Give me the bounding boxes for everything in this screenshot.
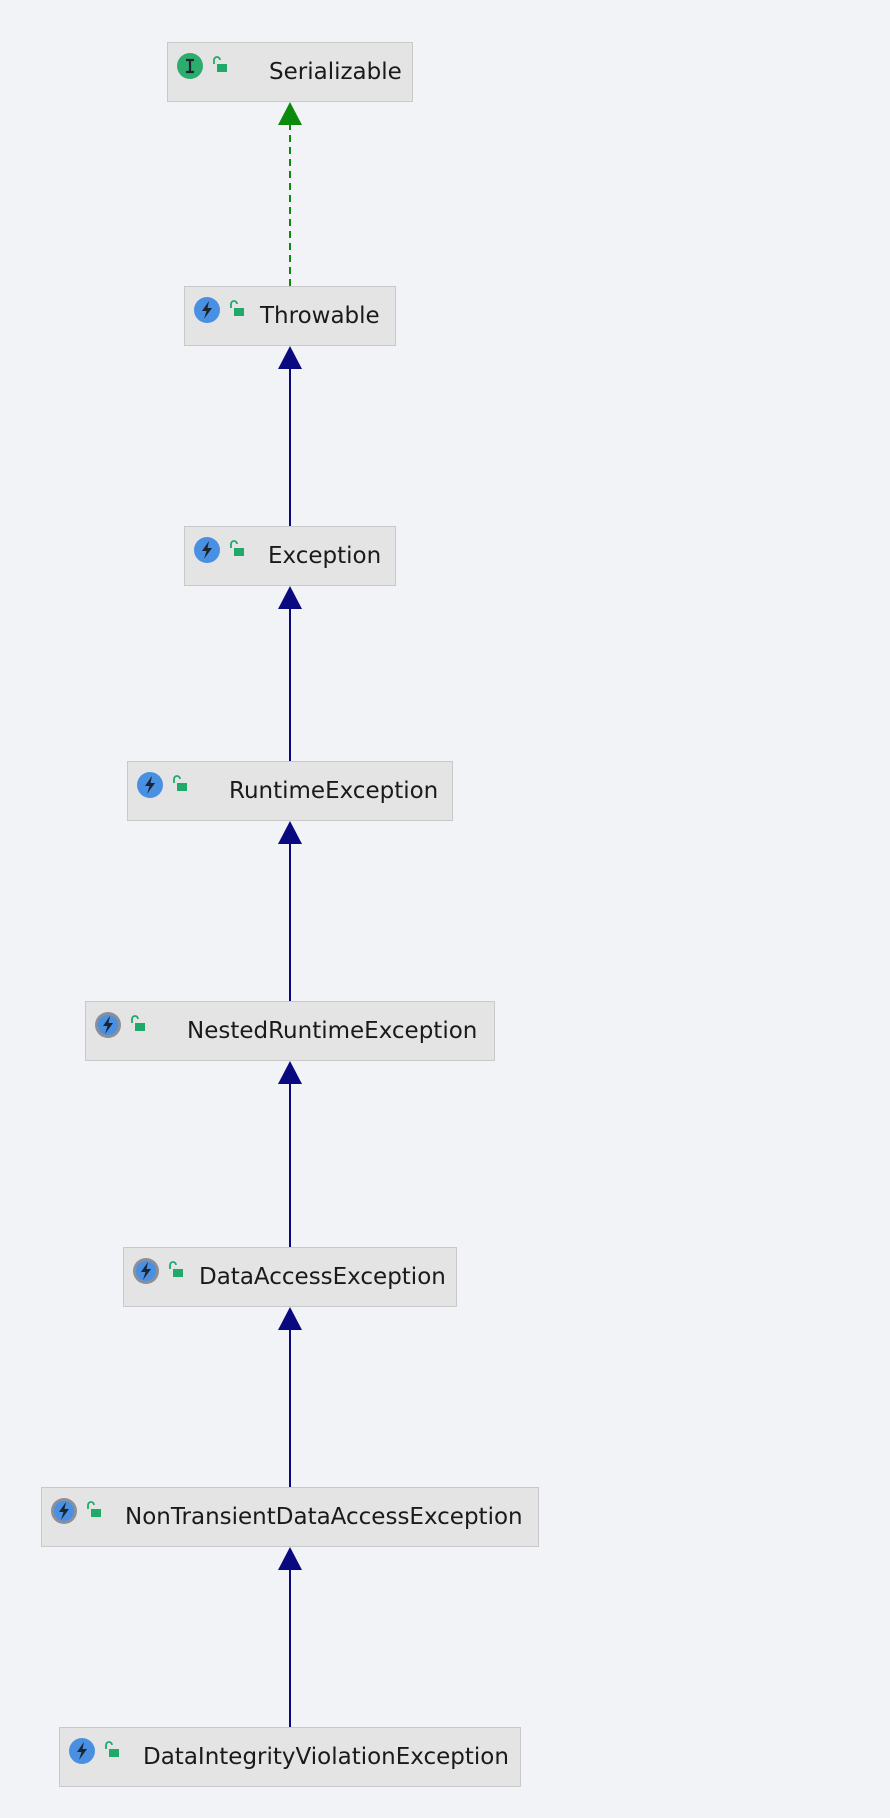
class-icon (194, 297, 220, 323)
node-serializable[interactable]: Serializable (167, 42, 413, 102)
node-label: NestedRuntimeException (187, 1018, 478, 1044)
edge-data-access-exception-to-nested-runtime-exception (278, 1061, 302, 1247)
node-label: DataIntegrityViolationException (143, 1744, 509, 1770)
class-icon (69, 1738, 95, 1764)
node-data-integrity-violation-exception[interactable]: DataIntegrityViolationException (59, 1727, 521, 1787)
node-throwable[interactable]: Throwable (184, 286, 396, 346)
node-nested-runtime-exception[interactable]: NestedRuntimeException (85, 1001, 495, 1061)
node-label: DataAccessException (199, 1264, 446, 1290)
public-icon (173, 775, 187, 791)
node-label: Throwable (260, 303, 380, 329)
arrowhead (278, 102, 302, 125)
node-data-access-exception[interactable]: DataAccessException (123, 1247, 457, 1307)
public-icon (105, 1741, 119, 1757)
class-icon (137, 772, 163, 798)
edge-runtime-exception-to-exception (278, 586, 302, 761)
public-icon (213, 56, 227, 72)
node-runtime-exception[interactable]: RuntimeException (127, 761, 453, 821)
edge-nested-runtime-exception-to-runtime-exception (278, 821, 302, 1001)
edge-non-transient-data-access-exception-to-data-access-exception (278, 1307, 302, 1487)
abstract-class-icon (51, 1498, 77, 1524)
abstract-class-icon (95, 1012, 121, 1038)
edge-throwable-to-serializable (278, 102, 302, 286)
arrowhead (278, 346, 302, 369)
public-icon (87, 1501, 101, 1517)
node-label: RuntimeException (229, 778, 439, 804)
arrowhead (278, 1547, 302, 1570)
node-exception[interactable]: Exception (184, 526, 396, 586)
edge-exception-to-throwable (278, 346, 302, 526)
public-icon (230, 540, 244, 556)
arrowhead (278, 1061, 302, 1084)
arrowhead (278, 1307, 302, 1330)
node-label: Serializable (269, 59, 402, 85)
public-icon (131, 1015, 145, 1031)
edge-data-integrity-violation-exception-to-non-transient-data-access-exception (278, 1547, 302, 1727)
public-icon (230, 300, 244, 316)
abstract-class-icon (133, 1258, 159, 1284)
interface-icon (177, 53, 203, 79)
class-icon (194, 537, 220, 563)
node-non-transient-data-access-exception[interactable]: NonTransientDataAccessException (41, 1487, 539, 1547)
node-label: Exception (268, 543, 382, 569)
public-icon (169, 1261, 183, 1277)
arrowhead (278, 821, 302, 844)
node-label: NonTransientDataAccessException (125, 1504, 523, 1530)
arrowhead (278, 586, 302, 609)
